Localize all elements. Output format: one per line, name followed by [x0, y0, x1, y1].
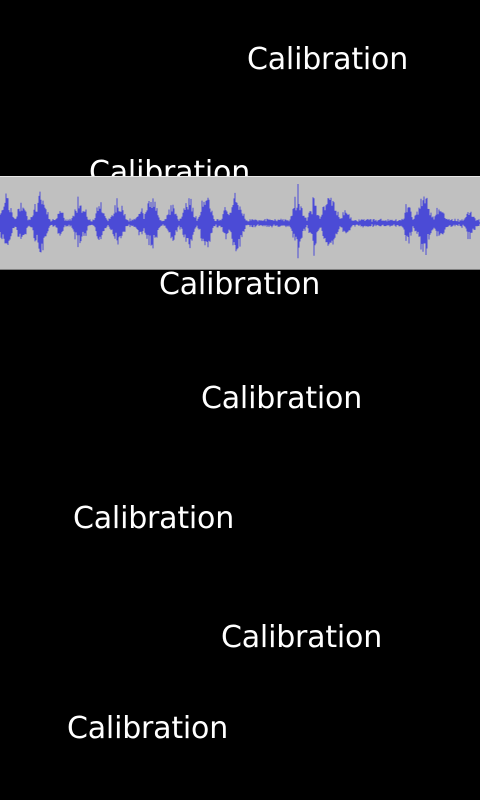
calibration-label[interactable]: Calibration	[221, 620, 383, 655]
calibration-label[interactable]: Calibration	[73, 501, 235, 536]
audio-waveform-panel	[0, 176, 480, 270]
calibration-label[interactable]: Calibration	[159, 267, 321, 302]
calibration-label[interactable]: Calibration	[67, 711, 229, 746]
calibration-label[interactable]: Calibration	[201, 381, 363, 416]
calibration-label[interactable]: Calibration	[247, 42, 409, 77]
waveform-trace	[0, 184, 480, 259]
audio-waveform	[0, 184, 480, 259]
